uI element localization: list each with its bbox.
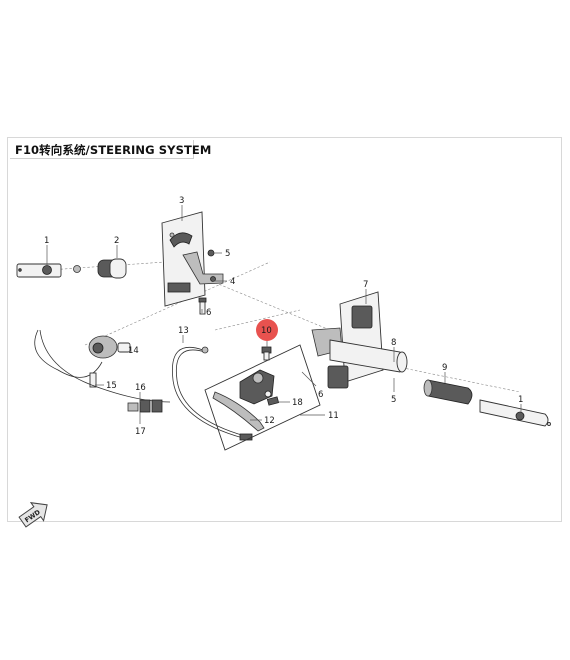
callout-4: 4 bbox=[230, 277, 235, 287]
callout-6: 6 bbox=[206, 308, 211, 318]
callout-15: 15 bbox=[106, 381, 117, 391]
part-11-lever-assembly bbox=[204, 344, 321, 451]
part-13-clutch-cable bbox=[171, 346, 253, 441]
part-3-switch-housing bbox=[161, 211, 206, 307]
part-18-pin bbox=[266, 396, 280, 406]
callout-7: 7 bbox=[363, 280, 368, 290]
part-2-throttle bbox=[73, 258, 127, 279]
part-8-handlebar bbox=[329, 339, 408, 373]
callout-3: 3 bbox=[179, 196, 184, 206]
part-12-clutch-lever bbox=[212, 391, 265, 432]
part-1-left-grip bbox=[16, 263, 62, 278]
part-15-wire bbox=[34, 329, 103, 388]
callout-16: 16 bbox=[135, 383, 146, 393]
callout-9: 9 bbox=[442, 363, 447, 373]
callout-5-right: 5 bbox=[391, 395, 396, 405]
callout-13: 13 bbox=[178, 326, 189, 336]
page-title: F10转向系统/STEERING SYSTEM bbox=[15, 143, 212, 157]
callout-5: 5 bbox=[225, 249, 230, 259]
part-10-bolt bbox=[261, 346, 272, 361]
callout-8: 8 bbox=[391, 338, 396, 348]
callout-17: 17 bbox=[135, 427, 146, 437]
diagram-frame bbox=[7, 137, 562, 522]
callout-12: 12 bbox=[264, 416, 275, 426]
part-14-switch bbox=[88, 335, 131, 359]
leader-lines bbox=[46, 205, 522, 424]
part-16-cable bbox=[39, 329, 171, 413]
part-4-lever-bracket bbox=[182, 251, 224, 285]
callout-2: 2 bbox=[114, 236, 119, 246]
fwd-arrow-icon: FWD bbox=[18, 502, 48, 528]
part-10-highlight bbox=[256, 319, 278, 341]
callout-14: 14 bbox=[128, 346, 139, 356]
callout-labels: 1 2 3 5 4 6 7 8 9 10 11 12 13 14 15 16 1… bbox=[44, 196, 523, 437]
callout-11: 11 bbox=[328, 411, 339, 421]
part-6-bolt bbox=[198, 297, 207, 315]
part-1-right-bar-end bbox=[479, 399, 551, 427]
callout-1-right: 1 bbox=[518, 395, 523, 405]
title-tab bbox=[10, 140, 194, 159]
part-9-grip bbox=[423, 379, 473, 405]
callout-10: 10 bbox=[261, 326, 272, 336]
callout-18: 18 bbox=[292, 398, 303, 408]
callout-6-right: 6 bbox=[318, 390, 323, 400]
callout-1: 1 bbox=[44, 236, 49, 246]
